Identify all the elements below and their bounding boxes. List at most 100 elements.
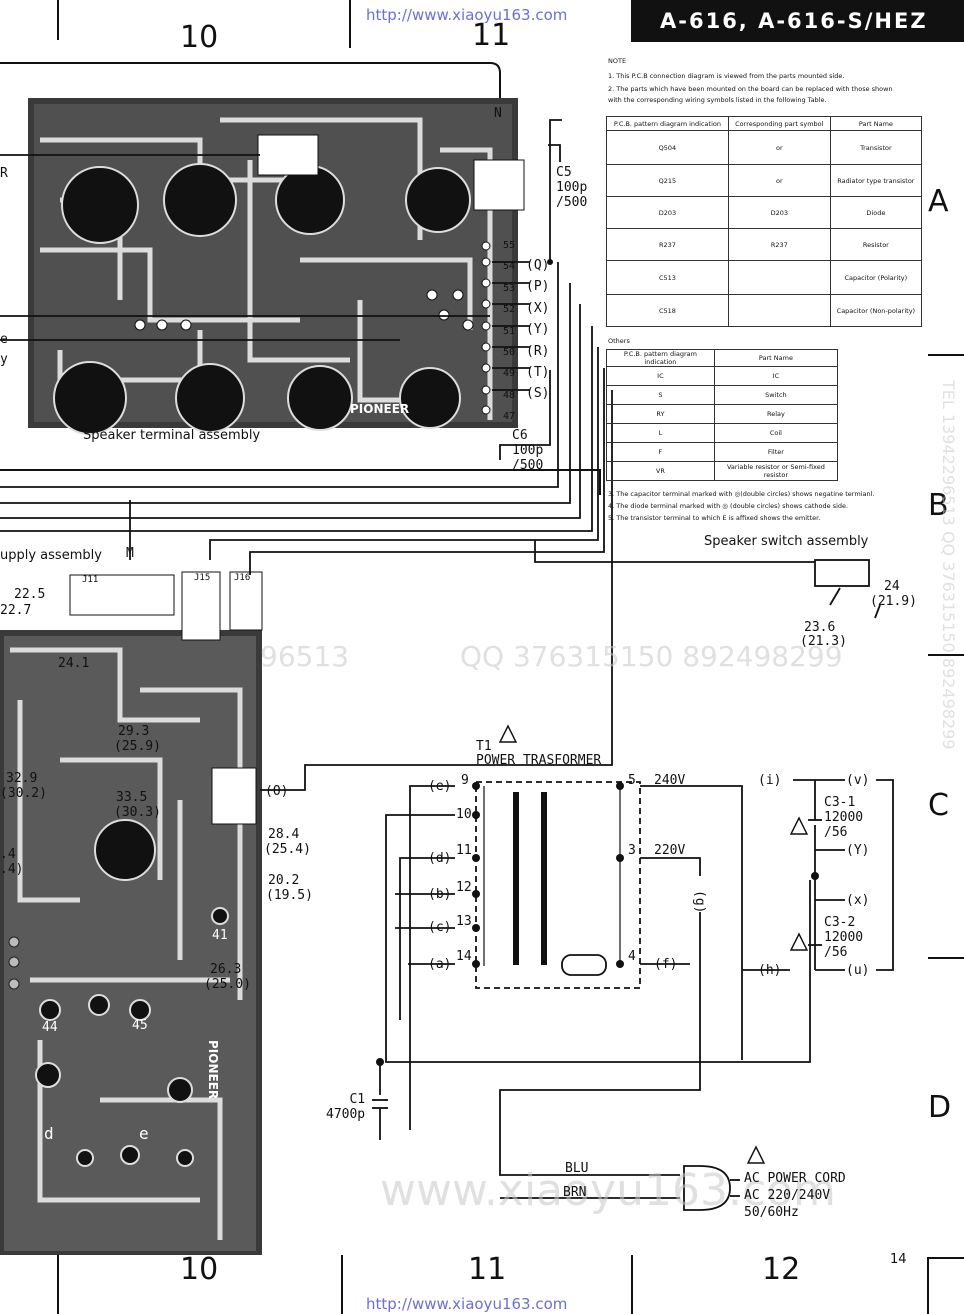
voltage: (21.9) (870, 594, 917, 609)
voltage: 29.3 (118, 724, 150, 739)
pin: 12 (456, 880, 472, 895)
wire-brn: BRN (563, 1185, 587, 1200)
note-4: 4. The diode terminal marked with ◎ (dou… (608, 502, 849, 510)
symbol-cell: D203 (727, 196, 831, 229)
edge-label: R (0, 166, 8, 181)
source-url-top[interactable]: http://www.xiaoyu163.com (366, 6, 568, 24)
symbol-cell (727, 294, 831, 327)
pin: 11 (456, 843, 472, 858)
page-number: 14 (890, 1252, 907, 1267)
tag: (g) (692, 890, 707, 914)
voltage: 28.4 (268, 827, 300, 842)
voltage: .4 (0, 847, 16, 862)
part-name: Capacitor (Polarity) (829, 260, 923, 295)
tag: (x) (846, 893, 870, 908)
jack-j11: J11 (82, 575, 99, 585)
jack-j16: J16 (234, 573, 251, 583)
note-1: 1. This P.C.B connection diagram is view… (608, 72, 845, 80)
tag: (a) (428, 957, 452, 972)
connector-m: M (126, 546, 134, 561)
voltage: 24.1 (58, 656, 90, 671)
voltage: 32.9 (6, 771, 38, 786)
voltage: (21.3) (800, 634, 847, 649)
tag: (d) (428, 851, 452, 866)
row-label: A (928, 184, 949, 219)
speaker-terminal-label: Speaker terminal assembly (83, 428, 261, 443)
part-name: Radiator type transistor (829, 164, 923, 197)
connector-n: N (494, 106, 502, 121)
pin-label: 45 (132, 1018, 148, 1033)
row-label: C (928, 788, 949, 823)
note-2b: with the corresponding wiring symbols li… (608, 96, 827, 104)
voltage: 26.3 (210, 962, 242, 977)
column-label: 10 (180, 1252, 219, 1287)
tag: (b) (428, 887, 452, 902)
pin: 3 (628, 843, 636, 858)
watermark: QQ 376315150 892498299 (460, 640, 843, 673)
pin: 10 (456, 807, 472, 822)
symbol-cell: R237 (727, 228, 831, 261)
voltage: 20.2 (268, 873, 300, 888)
watermark-partial: 96513 (260, 640, 350, 673)
pin-label: 44 (42, 1020, 58, 1035)
part-name: Transistor (829, 130, 923, 165)
tag: (h) (758, 963, 782, 978)
pin: 5 (628, 773, 636, 788)
pin: 13 (456, 914, 472, 929)
source-url-bottom[interactable]: http://www.xiaoyu163.com (366, 1295, 568, 1313)
column-label: 12 (762, 1252, 801, 1287)
jack-j15: J15 (194, 573, 211, 583)
voltage: (19.5) (266, 888, 313, 903)
pin: 9 (461, 773, 469, 788)
edge-label: e (0, 332, 8, 347)
voltage-240: 240V (654, 773, 686, 788)
pioneer-logo: PIONEER (206, 1040, 220, 1100)
tag: (c) (428, 920, 452, 935)
voltage: (25.0) (204, 977, 251, 992)
transformer-title: POWER TRASFORMER (476, 753, 602, 768)
tag: (u) (846, 963, 870, 978)
note-3: 3. The capacitor terminal marked with ◎(… (608, 490, 875, 498)
row-label: D (928, 1090, 952, 1125)
tag: (v) (846, 773, 870, 788)
pcb-cell: D203 (606, 196, 729, 229)
speaker-switch-label: Speaker switch assembly (704, 534, 869, 549)
edge-label: y (0, 352, 8, 367)
row-label: B (928, 488, 949, 523)
pcb-cell: Q215 (606, 164, 729, 197)
note-title: NOTE (608, 57, 627, 65)
pin-label: d (44, 1124, 54, 1143)
symbol-cell (727, 260, 831, 295)
voltage: 22.5 (14, 587, 46, 602)
pin-label: e (139, 1124, 149, 1143)
pcb-cell: C513 (606, 260, 729, 295)
pcb-cell: C518 (606, 294, 729, 327)
others-title: Others (608, 337, 630, 345)
tag: (e) (428, 779, 452, 794)
voltage: 24 (884, 579, 900, 594)
connector-tags: (Q)(P)(X)(Y)(R)(T)(S) (526, 258, 550, 402)
part-name: Capacitor (Non-polarity) (829, 294, 923, 327)
pin: 4 (628, 949, 636, 964)
voltage-220: 220V (654, 843, 686, 858)
tag: (f) (654, 957, 678, 972)
voltage: 23.6 (804, 620, 836, 635)
pin: 14 (456, 949, 472, 964)
symbol-cell: or (727, 164, 831, 197)
part-name: Diode (829, 196, 923, 229)
transformer-t1: T1 (476, 739, 492, 754)
pcb-cell: Q504 (606, 130, 729, 165)
voltage: (25.4) (264, 842, 311, 857)
connector-o: (O) (265, 784, 289, 799)
note-2: 2. The parts which have been mounted on … (608, 85, 893, 93)
tag: (Y) (846, 843, 870, 858)
